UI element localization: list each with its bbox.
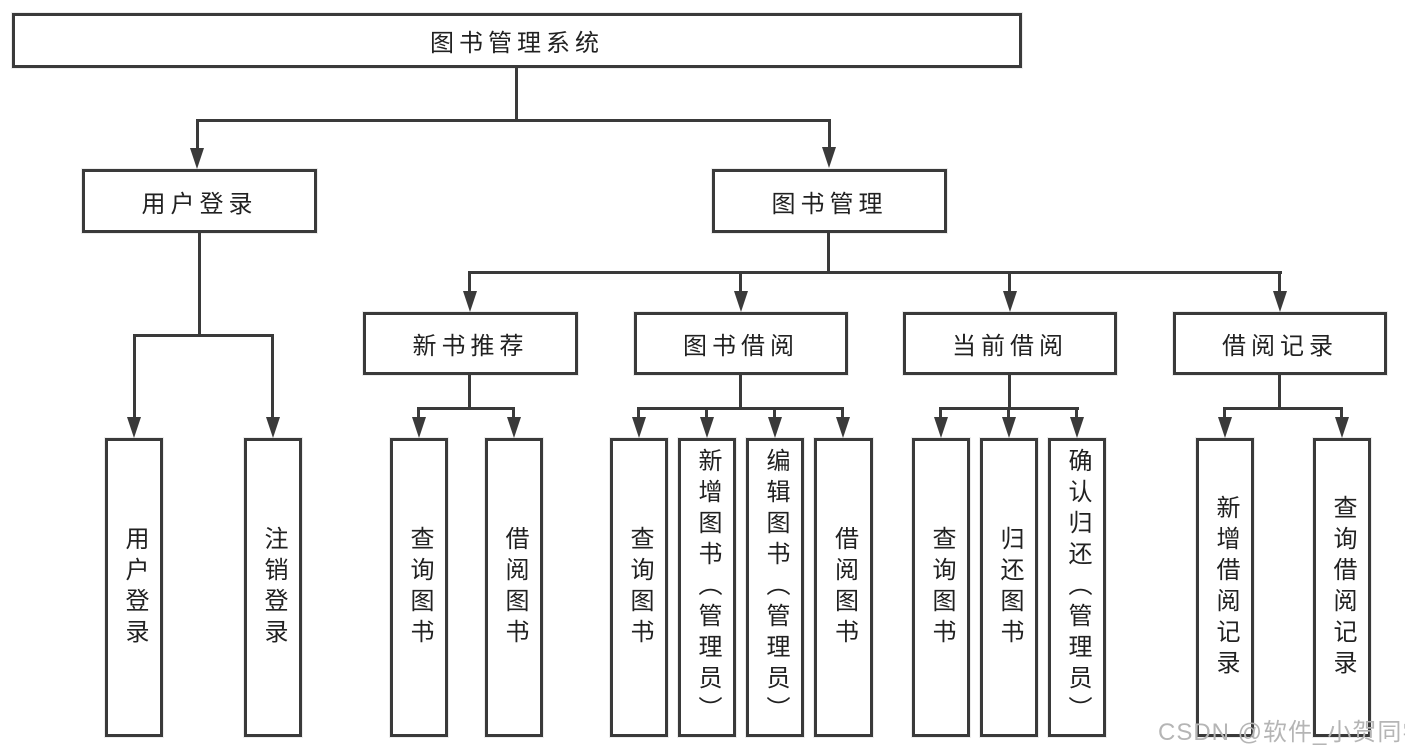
- connector-drop-book-borrow: [739, 271, 742, 292]
- node-current-borrowing: 当前借阅: [903, 312, 1117, 375]
- arrowhead-book-borrow: [734, 291, 748, 312]
- leaf-return-books: 归还图书: [980, 438, 1038, 737]
- leaf-user-login: 用户登录: [105, 438, 163, 737]
- connector-drop-current-borrow: [1008, 271, 1011, 292]
- leaf-logout: 注销登录: [244, 438, 302, 737]
- leaf-query-books-recommend: 查询图书: [390, 438, 448, 737]
- arrowhead-leaf-logout: [266, 417, 280, 438]
- connector-drop-new-book: [468, 271, 471, 292]
- arrowhead: [836, 417, 850, 438]
- connector-drop: [773, 407, 776, 418]
- leaf-borrow-books: 借阅图书: [814, 438, 873, 737]
- connector-borrow-records-stem: [1278, 375, 1281, 408]
- connector-drop: [1340, 407, 1343, 418]
- connector-drop: [1223, 407, 1226, 418]
- connector-book-borrow-stem: [739, 375, 742, 408]
- connector-drop: [841, 407, 844, 418]
- connector-user-login-stem: [198, 233, 201, 335]
- connector-drop-borrow-records: [1278, 271, 1281, 292]
- arrowhead: [1070, 417, 1084, 438]
- connector-drop: [1007, 407, 1010, 418]
- arrowhead: [700, 417, 714, 438]
- connector-drop: [512, 407, 515, 418]
- leaf-add-books-admin: 新增图书（管理员）: [678, 438, 736, 737]
- arrowhead: [412, 417, 426, 438]
- connector-drop: [939, 407, 942, 418]
- connector-book-management-stem: [827, 233, 830, 274]
- arrowhead-leaf-user-login: [127, 417, 141, 438]
- connector-drop-leaf-logout: [271, 334, 274, 418]
- connector-new-book-stem: [468, 375, 471, 408]
- leaf-edit-books-admin: 编辑图书（管理员）: [746, 438, 804, 737]
- arrowhead-user-login: [190, 148, 204, 169]
- connector-root-stem: [515, 68, 518, 120]
- connector-user-login-rail: [133, 334, 274, 337]
- leaf-query-borrow-record: 查询借阅记录: [1313, 438, 1371, 737]
- node-book-borrowing: 图书借阅: [634, 312, 848, 375]
- node-new-book-recommend: 新书推荐: [363, 312, 578, 375]
- node-user-login: 用户登录: [82, 169, 317, 233]
- arrowhead: [1002, 417, 1016, 438]
- arrowhead: [768, 417, 782, 438]
- arrowhead: [934, 417, 948, 438]
- connector-level1-rail: [196, 119, 831, 122]
- connector-drop-book-management: [828, 119, 831, 148]
- leaf-query-books-current: 查询图书: [912, 438, 970, 737]
- connector-borrow-records-rail: [1223, 407, 1343, 410]
- arrowhead: [1218, 417, 1232, 438]
- arrowhead-book-management: [822, 147, 836, 168]
- csdn-watermark: CSDN @软件_小贺同学: [1158, 719, 1405, 746]
- node-book-management: 图书管理: [712, 169, 947, 233]
- connector-book-borrow-rail: [637, 407, 844, 410]
- leaf-borrow-books-recommend: 借阅图书: [485, 438, 543, 737]
- connector-new-book-rail: [417, 407, 515, 410]
- arrowhead-new-book: [463, 291, 477, 312]
- leaf-confirm-return-admin: 确认归还（管理员）: [1048, 438, 1106, 737]
- connector-drop: [637, 407, 640, 418]
- arrowhead: [1335, 417, 1349, 438]
- connector-level3-rail: [468, 271, 1282, 274]
- connector-drop-user-login: [196, 119, 199, 149]
- connector-drop-leaf-user-login: [133, 334, 136, 418]
- connector-drop: [1075, 407, 1078, 418]
- node-borrow-records: 借阅记录: [1173, 312, 1387, 375]
- leaf-query-books-borrowing: 查询图书: [610, 438, 668, 737]
- arrowhead-current-borrow: [1003, 291, 1017, 312]
- connector-drop: [417, 407, 420, 418]
- connector-drop: [705, 407, 708, 418]
- leaf-add-borrow-record: 新增借阅记录: [1196, 438, 1254, 737]
- arrowhead-borrow-records: [1273, 291, 1287, 312]
- node-library-management-system: 图书管理系统: [12, 13, 1022, 68]
- arrowhead: [632, 417, 646, 438]
- connector-current-borrow-stem: [1008, 375, 1011, 408]
- arrowhead: [507, 417, 521, 438]
